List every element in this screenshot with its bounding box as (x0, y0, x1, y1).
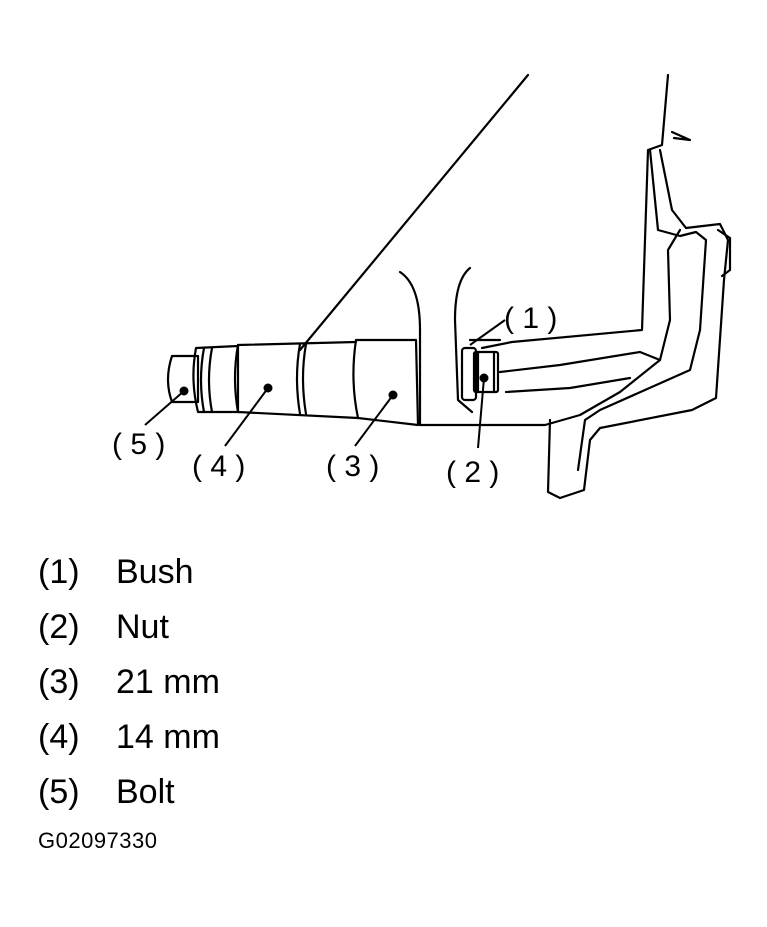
tool-section-4 (236, 340, 360, 420)
tool-collar-lines (199, 346, 214, 414)
legend-item-bolt: (5) Bolt (38, 765, 220, 820)
callout-2: ( 2 ) (446, 456, 499, 489)
bolt-head (166, 354, 200, 404)
leader-line-5 (144, 390, 185, 426)
arm-inner-outline (670, 130, 692, 142)
figure-code: G02097330 (38, 828, 158, 853)
legend-item-nut: (2) Nut (38, 600, 220, 655)
bush-shape (460, 346, 478, 402)
leader-dot-2 (479, 373, 489, 383)
housing-right-curve (453, 266, 474, 414)
callout-4: ( 4 ) (192, 450, 245, 483)
leader-line-2 (477, 377, 485, 449)
tool-collar (192, 344, 240, 414)
legend-number: (2) (38, 608, 80, 646)
legend-number: (1) (38, 553, 80, 591)
legend-item-14mm: (4) 14 mm (38, 710, 220, 765)
arm-vertical-inner (546, 148, 730, 500)
nut-shape (472, 350, 500, 394)
tool-ring (295, 342, 308, 416)
arm-lower-body (418, 228, 682, 427)
callout-3: ( 3 ) (326, 450, 379, 483)
leader-dot-4 (263, 383, 273, 393)
arm-mid-band-2 (504, 376, 632, 394)
leader-line-3 (354, 394, 394, 447)
leader-line-1 (469, 319, 506, 346)
nut-hex-detail (476, 350, 496, 394)
legend-number: (3) (38, 663, 80, 701)
leader-dot-5 (179, 386, 189, 396)
legend-label: Bush (116, 553, 194, 591)
diagonal-edge-line (298, 73, 530, 352)
callout-1: ( 1 ) (504, 302, 557, 335)
legend-label: 21 mm (116, 663, 220, 701)
housing-left-curve (398, 270, 422, 427)
callout-5: ( 5 ) (112, 428, 165, 461)
legend-label: Nut (116, 608, 169, 646)
arm-mid-band (498, 350, 662, 374)
legend: (1) Bush (2) Nut (3) 21 mm (4) 14 mm (5)… (38, 545, 220, 820)
arm-tab (716, 228, 732, 278)
legend-number: (4) (38, 718, 80, 756)
legend-label: Bolt (116, 773, 175, 811)
leader-dot-3 (388, 390, 398, 400)
arm-outer-outline (480, 73, 670, 350)
leader-line-4 (224, 387, 269, 447)
legend-item-bush: (1) Bush (38, 545, 220, 600)
legend-item-21mm: (3) 21 mm (38, 655, 220, 710)
tool-section-3 (352, 338, 420, 427)
legend-label: 14 mm (116, 718, 220, 756)
arm-vertical-inner-2 (576, 148, 708, 472)
part-diagram: ( 1 ) ( 2 ) ( 3 ) ( 4 ) ( 5 ) (112, 73, 732, 500)
legend-number: (5) (38, 773, 80, 811)
